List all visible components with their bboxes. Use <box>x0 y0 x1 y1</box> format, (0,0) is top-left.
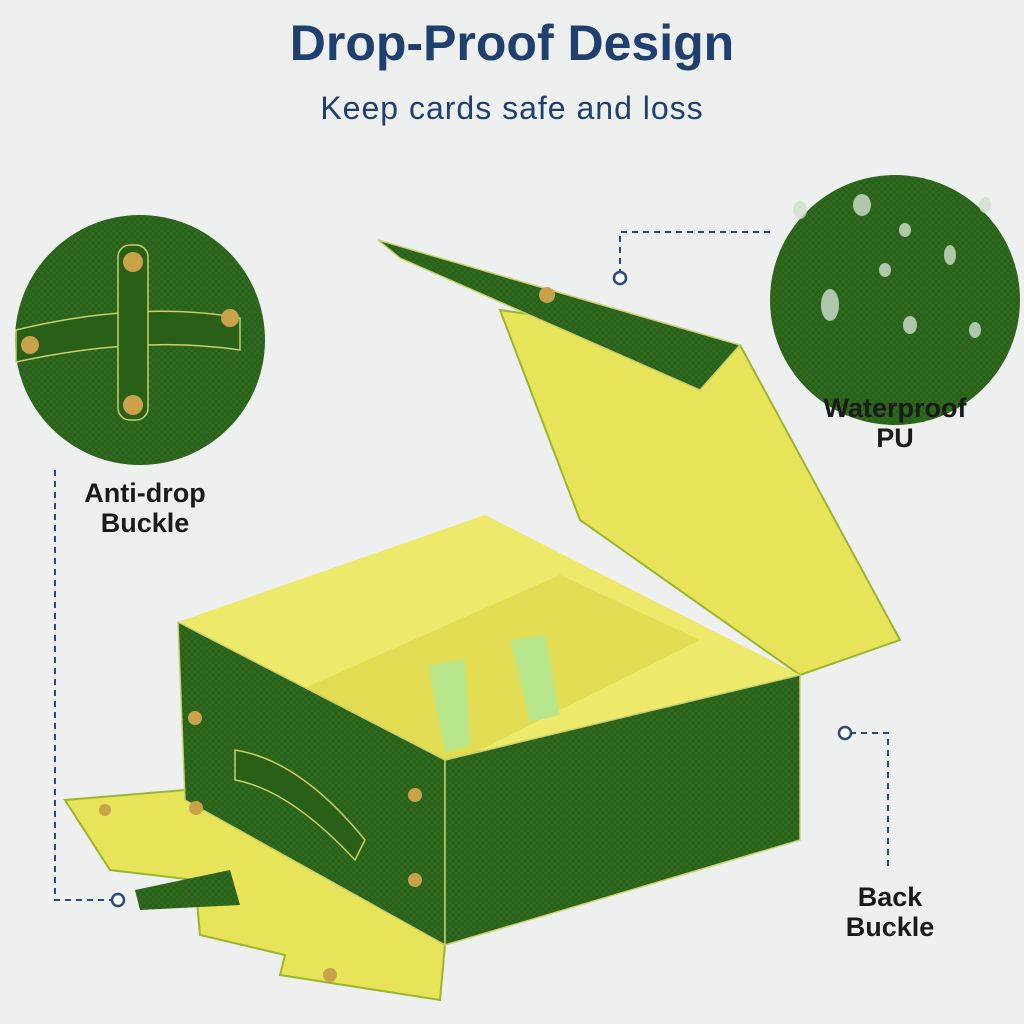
back-buckle-line1: Back <box>857 882 923 912</box>
anti-drop-buckle-inset <box>15 215 265 465</box>
page-title: Drop-Proof Design <box>289 15 735 71</box>
anti-drop-line2: Buckle <box>100 508 190 538</box>
page-subtitle: Keep cards safe and loss <box>320 90 704 126</box>
connector-lines <box>54 231 889 901</box>
waterproof-pu-inset <box>770 175 1020 425</box>
anti-drop-buckle-label: Anti-drop Buckle <box>60 478 230 538</box>
card-box <box>63 239 902 1002</box>
back-buckle-label: Back Buckle <box>820 882 960 942</box>
anti-drop-line1: Anti-drop <box>84 478 206 508</box>
back-buckle-line2: Buckle <box>845 912 935 942</box>
waterproof-line1: Waterproof <box>823 393 967 423</box>
waterproof-pu-label: Waterproof PU <box>800 393 990 453</box>
waterproof-line2: PU <box>876 423 914 453</box>
